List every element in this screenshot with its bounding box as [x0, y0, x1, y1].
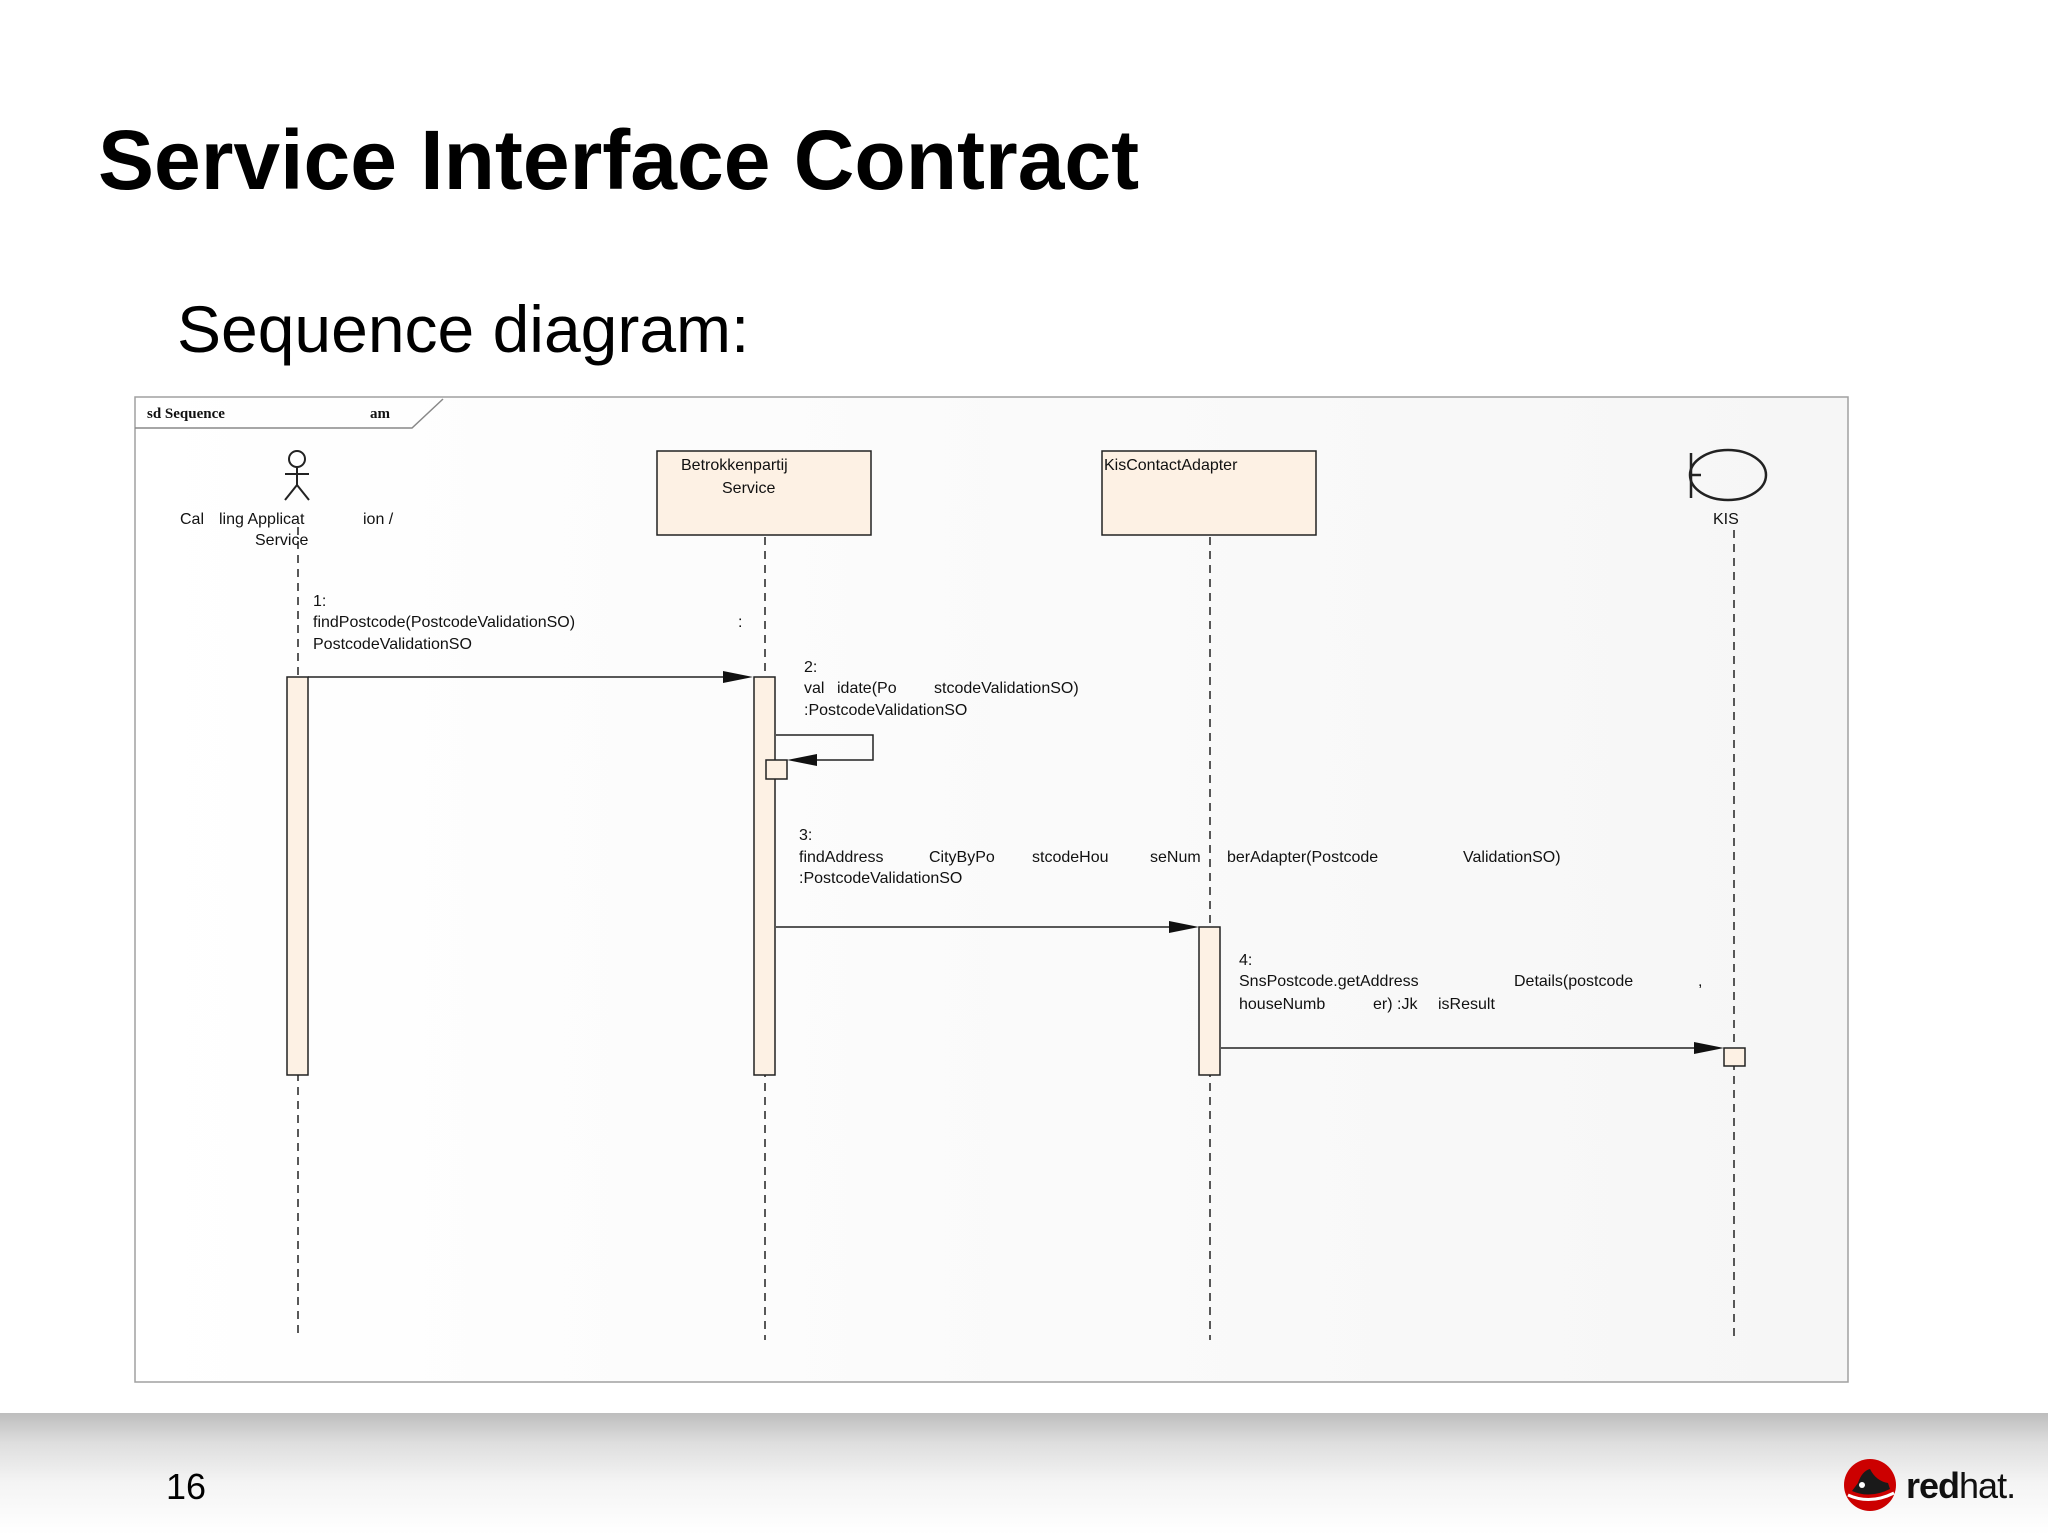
frame-label-tab [135, 398, 444, 429]
message-4-return-part2: er) :Jk [1373, 996, 1418, 1013]
activation-kis [1723, 1047, 1746, 1067]
frame-label-right: am [370, 406, 391, 422]
message-4-signature-part3: , [1698, 973, 1702, 990]
message-3-signature-part5: berAdapter(Postcode [1227, 849, 1378, 866]
message-3-number: 3: [799, 827, 812, 844]
message-2-signature-part2: idate(Po [837, 680, 897, 697]
activation-caller [286, 676, 309, 1076]
message-4-signature-part2: Details(postcode [1514, 973, 1633, 990]
message-2-number: 2: [804, 659, 817, 676]
slide-title: Service Interface Contract [98, 113, 1140, 207]
activation-self-call [765, 759, 788, 780]
redhat-wordmark: redhat. [1906, 1465, 2016, 1507]
message-3-signature-part4: seNum [1150, 849, 1201, 866]
message-4-return-part3: isResult [1438, 996, 1495, 1013]
footer-bar [0, 1413, 2048, 1535]
lifeline-box-betrokkenpartij [656, 450, 872, 536]
message-3-arrowhead [1169, 921, 1199, 933]
betrokkenpartij-label-line1: Betrokkenpartij [681, 457, 788, 474]
message-4-return-part1: houseNumb [1239, 996, 1325, 1013]
caller-label-part2: ling Applicat [219, 511, 305, 528]
message-3-signature-part2: CityByPo [929, 849, 995, 866]
message-4-number: 4: [1239, 952, 1252, 969]
message-4-signature-part1: SnsPostcode.getAddress [1239, 973, 1419, 990]
message-3-return: :PostcodeValidationSO [799, 870, 962, 887]
frame-label-left: sd Sequence [147, 406, 225, 422]
betrokkenpartij-label-line2: Service [722, 480, 775, 497]
redhat-logo: redhat. [1840, 1455, 2016, 1515]
message-1-number: 1: [313, 593, 326, 610]
redhat-shadowman-icon [1844, 1459, 1896, 1511]
caller-label-part1: Cal [180, 511, 204, 528]
actor-icon [284, 450, 310, 501]
diagram-frame [134, 396, 1849, 1383]
message-3-signature-part3: stcodeHou [1032, 849, 1109, 866]
message-3-signature-part6: ValidationSO) [1463, 849, 1561, 866]
activation-betrokkenpartij [753, 676, 776, 1076]
slide-subtitle: Sequence diagram: [177, 292, 750, 366]
lifeline-box-kiscontactadapter [1101, 450, 1317, 536]
message-1-signature-tail: : [738, 614, 742, 631]
message-2-signature-part1: val [804, 680, 824, 697]
message-1-return: PostcodeValidationSO [313, 636, 472, 653]
caller-label-line2: Service [255, 532, 308, 549]
message-2-return: :PostcodeValidationSO [804, 702, 967, 719]
message-1-signature: findPostcode(PostcodeValidationSO) [313, 614, 575, 631]
activation-kiscontactadapter [1198, 926, 1221, 1076]
page-number: 16 [166, 1466, 207, 1507]
message-2-arrowhead [787, 754, 817, 766]
message-3-signature-part1: findAddress [799, 849, 884, 866]
message-1-arrowhead [723, 671, 753, 683]
kiscontactadapter-label: KisContactAdapter [1104, 457, 1238, 474]
logo-brand-bold: red [1906, 1465, 1960, 1506]
kis-label: KIS [1713, 511, 1739, 528]
caller-label-part3: ion / [363, 511, 394, 528]
message-4-arrowhead [1694, 1042, 1724, 1054]
message-2-signature-part3: stcodeValidationSO) [934, 680, 1079, 697]
boundary-icon [1688, 448, 1768, 502]
message-2-arrow [776, 734, 874, 761]
logo-brand-light: hat. [1959, 1465, 2016, 1506]
